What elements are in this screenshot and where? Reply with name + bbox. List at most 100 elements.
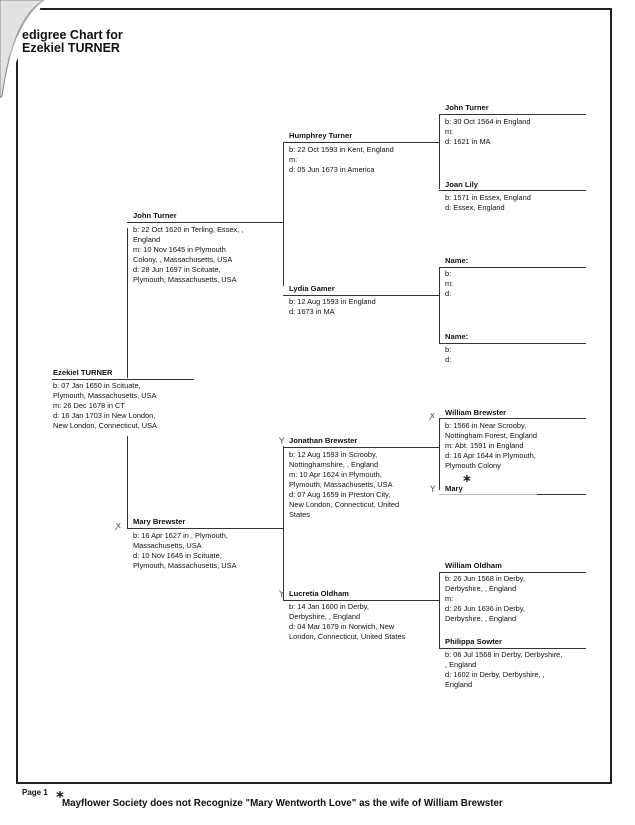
person-birth: b: 12 Aug 1593 in England — [289, 297, 376, 306]
person-death: d: 16 Apr 1644 in Plymouth, — [445, 451, 536, 460]
person-death: d: 26 Jun 1636 in Derby, — [445, 604, 525, 613]
chart-border — [16, 8, 612, 784]
footnote-asterisk: * — [56, 788, 64, 806]
name-underline — [439, 114, 586, 115]
person-name: Lydia Gamer — [289, 284, 335, 293]
person-name: Mary Brewster — [133, 517, 186, 526]
person-birth: b: 26 Jun 1568 in Derby, — [445, 574, 525, 583]
name-underline — [52, 379, 194, 380]
person-birth: b: 1566 in Near Scrooby, — [445, 421, 527, 430]
name-underline — [439, 648, 586, 649]
person-name: Jonathan Brewster — [289, 436, 358, 445]
person-death: d: 28 Jun 1697 in Scituate, — [133, 265, 221, 274]
person-marriage: m: 10 Apr 1624 in Plymouth, — [289, 470, 382, 479]
name-underline — [439, 418, 586, 419]
person-death: d: 1602 in Derby, Derbyshire, , — [445, 670, 545, 679]
person-death: d: — [445, 289, 452, 298]
footnote-text: Mayflower Society does not Recognize "Ma… — [62, 798, 503, 809]
person-birth: b: 22 Oct 1593 in Kent, England — [289, 145, 394, 154]
person-name: John Turner — [133, 211, 177, 220]
person-birth: b: 30 Oct 1564 in England — [445, 117, 531, 126]
person-birth: b: — [445, 345, 452, 354]
person-birth: b: 12 Aug 1593 in Scrooby, — [289, 450, 378, 459]
person-marriage: m: 26 Dec 1678 in CT — [53, 401, 125, 410]
person-birth: b: 1571 in Essex, England — [445, 193, 531, 202]
person-marriage: m: — [445, 127, 454, 136]
person-death-place-cont: States — [289, 510, 310, 519]
name-underline — [127, 528, 283, 529]
person-death: d: Essex, England — [445, 203, 505, 212]
person-marriage-place: Colony, , Massachusetts, USA — [133, 255, 233, 264]
name-underline — [537, 494, 586, 495]
person-name: Joan Lily — [445, 180, 478, 189]
person-marriage: m: — [445, 279, 454, 288]
connector-line — [283, 142, 284, 286]
name-underline — [439, 267, 586, 268]
person-birth: b: 06 Jul 1568 in Derby, Derbyshire, — [445, 650, 563, 659]
name-underline — [283, 600, 439, 601]
person-death-place: New London, Connecticut, United — [289, 500, 400, 509]
name-underline — [439, 494, 537, 495]
name-underline — [283, 295, 439, 296]
person-death-place: England — [445, 680, 473, 689]
person-death-place: Derbyshire, , England — [445, 614, 517, 623]
person-birth: b: 16 Apr 1627 in , Plymouth, — [133, 531, 228, 540]
person-name: Ezekiel TURNER — [53, 368, 113, 377]
person-birth-place: Derbyshire, , England — [445, 584, 517, 593]
person-name: Name: — [445, 332, 469, 341]
page-curl-icon — [0, 0, 44, 98]
person-death: d: 16 Jan 1703 in New London, — [53, 411, 156, 420]
person-birth-place: Plymouth, Massachusetts, USA — [53, 391, 157, 400]
name-underline — [439, 190, 586, 191]
person-death: d: — [445, 355, 452, 364]
person-death: d: 1621 in MA — [445, 137, 491, 146]
person-marriage: m: Abt. 1591 in England — [445, 441, 524, 450]
person-birth-place: Massachusetts, USA — [133, 541, 202, 550]
connector-line — [127, 436, 128, 528]
person-birth: b: 22 Oct 1620 in Terling, Essex, , — [133, 225, 244, 234]
person-death-place: Plymouth, Massachusetts, USA — [133, 275, 237, 284]
person-marriage: m: 10 Nov 1645 in Plymouth — [133, 245, 226, 254]
check-mark-icon: Y — [279, 437, 285, 447]
name-underline — [439, 572, 586, 573]
page-number: Page 1 — [22, 788, 48, 797]
name-underline — [439, 343, 586, 344]
connector-line — [283, 446, 284, 600]
person-birth-place: England — [133, 235, 161, 244]
check-mark-icon: ꭗ — [116, 521, 121, 531]
person-birth: b: — [445, 269, 452, 278]
person-marriage-place: Plymouth, Massachusetts, USA — [289, 480, 393, 489]
person-marriage: m: — [289, 155, 298, 164]
connector-line — [439, 267, 440, 343]
person-name: William Brewster — [445, 408, 507, 417]
chart-title-line2: Ezekiel TURNER — [22, 41, 120, 55]
person-death-place: Plymouth, Massachusetts, USA — [133, 561, 237, 570]
person-name: Name: — [445, 256, 469, 265]
connector-line — [439, 418, 440, 490]
person-name: William Oldham — [445, 561, 502, 570]
person-death: d: 1673 in MA — [289, 307, 335, 316]
person-death-place: London, Connecticut, United States — [289, 632, 406, 641]
person-death: d: 05 Jun 1673 in America — [289, 165, 375, 174]
person-birth: b: 07 Jan 1650 in Scituate, — [53, 381, 141, 390]
check-mark-icon: Y — [279, 590, 285, 600]
asterisk-icon: * — [463, 472, 471, 490]
person-birth-place: , England — [445, 660, 477, 669]
person-birth: b: 14 Jan 1600 in Derby, — [289, 602, 369, 611]
person-birth-place: Nottingham Forest, England — [445, 431, 538, 440]
person-name: Philippa Sowter — [445, 637, 502, 646]
person-name: Lucretia Oldham — [289, 589, 349, 598]
connector-line — [439, 114, 440, 189]
connector-line — [127, 228, 128, 378]
person-name: Mary — [445, 484, 463, 493]
name-underline — [283, 447, 439, 448]
check-mark-icon: Y — [430, 485, 436, 495]
chart-title-line1: edigree Chart for — [22, 28, 123, 42]
name-underline — [283, 142, 439, 143]
connector-line — [439, 572, 440, 648]
person-marriage: m: — [445, 594, 454, 603]
person-death: d: 04 Mar 1679 in Norwich, New — [289, 622, 395, 631]
person-death: d: 10 Nov 1645 in Scituate, — [133, 551, 222, 560]
person-death-place: Plymouth Colony — [445, 461, 501, 470]
name-underline — [127, 222, 283, 223]
